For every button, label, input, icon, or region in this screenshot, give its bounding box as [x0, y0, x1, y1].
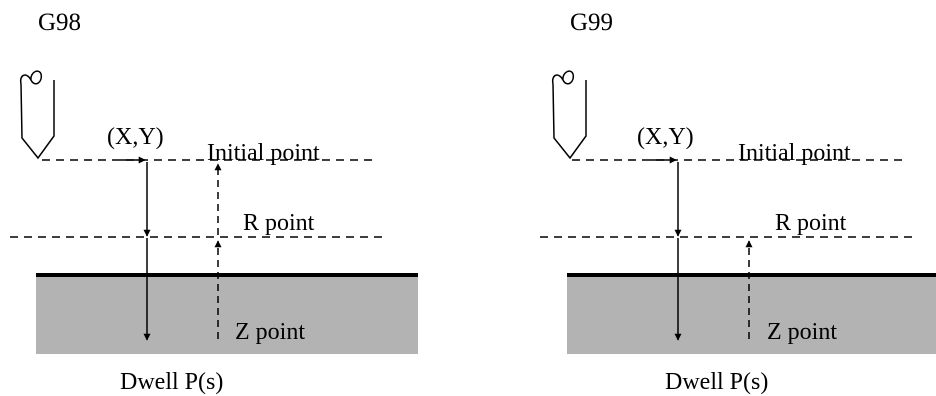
workpiece — [36, 276, 418, 354]
dwell-label: Dwell P(s) — [120, 369, 223, 395]
panel-g98: G98 (X,Y) Initial point R point Z point … — [10, 9, 418, 395]
workpiece — [567, 276, 936, 354]
panel-g99: G99 (X,Y) Initial point R point Z point … — [540, 9, 936, 395]
xy-label: (X,Y) — [637, 124, 694, 150]
r-point-label: R point — [243, 210, 315, 236]
z-point-label: Z point — [767, 319, 837, 345]
initial-point-label: Initial point — [207, 140, 320, 166]
z-point-label: Z point — [235, 319, 305, 345]
drill-tool-icon — [551, 70, 587, 160]
r-point-label: R point — [775, 210, 847, 236]
xy-label: (X,Y) — [107, 124, 164, 150]
drill-tool-icon — [19, 70, 55, 160]
mode-title: G99 — [570, 9, 613, 36]
initial-point-label: Initial point — [738, 140, 851, 166]
dwell-label: Dwell P(s) — [665, 369, 768, 395]
mode-title: G98 — [38, 9, 81, 36]
